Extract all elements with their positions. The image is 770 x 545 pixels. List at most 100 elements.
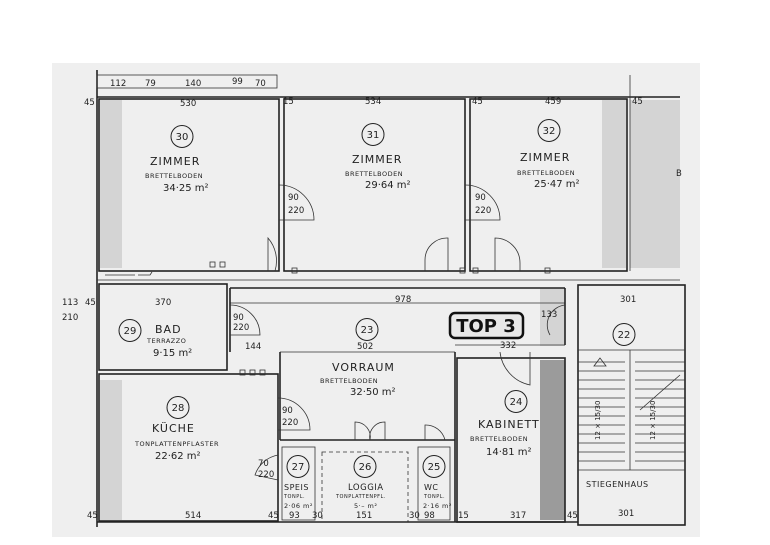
room-floor: TONPLATTENPFL.	[335, 494, 386, 500]
wall-shade	[540, 288, 565, 346]
room-number-circle	[537, 119, 561, 142]
room-number: 32	[543, 126, 556, 137]
dim: 90	[288, 193, 299, 203]
room-number-circle	[422, 455, 446, 478]
room-area: 34·25 m²	[163, 183, 209, 194]
room-number: 22	[618, 330, 631, 341]
room-floor: BRETTELBODEN	[320, 377, 378, 385]
dim: 79	[145, 79, 156, 89]
dim: 90	[282, 406, 293, 416]
room-area: 32·50 m²	[350, 387, 396, 398]
room-area: 22·62 m²	[155, 451, 201, 462]
unit-badge-label: TOP 3	[456, 316, 516, 337]
dim: 70	[255, 79, 266, 89]
dim: 45	[85, 298, 96, 308]
room-23: 23 VORRAUM BRETTELBODEN 32·50 m²	[320, 325, 396, 398]
dim: 113	[62, 298, 78, 308]
room-number-circle	[504, 390, 528, 413]
dim: 30	[312, 511, 323, 521]
stair-treads	[578, 361, 685, 462]
room-number: 27	[292, 462, 305, 473]
dim: 99	[232, 77, 243, 87]
room-22: 22 STIEGENHAUS	[586, 330, 649, 489]
room-number-circle	[355, 318, 379, 341]
dim: 15	[283, 97, 294, 107]
dim: 301	[618, 509, 634, 519]
paper	[52, 63, 700, 537]
room-floor: TONPL.	[423, 494, 445, 500]
room-name: LOGGIA	[348, 483, 384, 493]
dim: 332	[500, 341, 516, 351]
dim: 220	[282, 418, 298, 428]
window-markers	[105, 261, 551, 376]
room-number-circle	[118, 319, 142, 342]
dim: 210	[62, 313, 78, 323]
dim: 301	[620, 295, 636, 305]
room-floor: BRETTELBODEN	[345, 170, 403, 178]
room-number-circle	[612, 323, 636, 346]
dim: 530	[180, 99, 196, 109]
room-area: 25·47 m²	[534, 179, 580, 190]
wall-shade	[602, 100, 626, 268]
wall-shade	[540, 360, 565, 520]
dim: 978	[395, 295, 411, 305]
room-name: ZIMMER	[520, 151, 570, 164]
room-number: 31	[367, 130, 380, 141]
dim: 140	[185, 79, 201, 89]
room-number: 28	[172, 403, 185, 414]
dim: 317	[510, 511, 526, 521]
unit-badge: TOP 3	[448, 311, 525, 340]
dim: 90	[233, 313, 244, 323]
dim: 12 × 15/30	[649, 401, 657, 440]
room-number-circles	[118, 119, 636, 478]
door-swings	[229, 184, 566, 481]
dim: 133	[541, 310, 557, 320]
dim: 45	[632, 97, 643, 107]
room-29: 29 BAD TERRAZZO 9·15 m²	[124, 323, 193, 359]
stair-arrow-icon	[593, 357, 607, 367]
room-number: 25	[428, 462, 441, 473]
room-floor: TONPL.	[283, 494, 305, 500]
dim: 112	[110, 79, 126, 89]
room-32: 32 ZIMMER BRETTELBODEN 25·47 m²	[517, 126, 580, 190]
room-number-circle	[286, 455, 310, 478]
dim: B	[676, 169, 682, 179]
dim: 220	[475, 206, 491, 216]
dim: 90	[475, 193, 486, 203]
room-25: 25 WC TONPL. 2·16 m²	[423, 462, 451, 510]
room-31: 31 ZIMMER BRETTELBODEN 29·64 m²	[345, 130, 411, 191]
room-name: BAD	[155, 323, 182, 336]
room-name: KÜCHE	[152, 422, 195, 435]
room-floor: BRETTELBODEN	[470, 435, 528, 443]
wall-shade	[100, 100, 122, 268]
room-area: 5·– m²	[354, 502, 377, 510]
dim: 220	[233, 323, 249, 333]
room-number-circle	[361, 123, 385, 146]
dim: 45	[472, 97, 483, 107]
room-name: ZIMMER	[352, 153, 402, 166]
room-28: 28 KÜCHE TONPLATTENPFLASTER 22·62 m²	[134, 403, 218, 462]
dim: 93	[289, 511, 300, 521]
wall-shade	[630, 100, 680, 268]
room-number: 29	[124, 326, 137, 337]
room-number: 23	[361, 325, 374, 336]
dim: 502	[357, 342, 373, 352]
room-name: ZIMMER	[150, 155, 200, 168]
room-area: 14·81 m²	[486, 447, 532, 458]
wall-shade	[100, 380, 122, 520]
dim: 370	[155, 298, 171, 308]
dim: 70	[258, 459, 269, 469]
room-area: 2·06 m²	[284, 502, 313, 510]
dim: 45	[84, 98, 95, 108]
dim: 459	[545, 97, 561, 107]
room-name: STIEGENHAUS	[586, 480, 649, 489]
room-area: 9·15 m²	[153, 348, 192, 359]
room-labels: 30 ZIMMER BRETTELBODEN 34·25 m² 31 ZIMME…	[124, 126, 649, 510]
room-floor: TERRAZZO	[146, 337, 186, 345]
room-number: 30	[176, 132, 189, 143]
room-number: 24	[510, 397, 523, 408]
room-24: 24 KABINETT BRETTELBODEN 14·81 m²	[470, 397, 539, 458]
dim: 144	[245, 342, 261, 352]
